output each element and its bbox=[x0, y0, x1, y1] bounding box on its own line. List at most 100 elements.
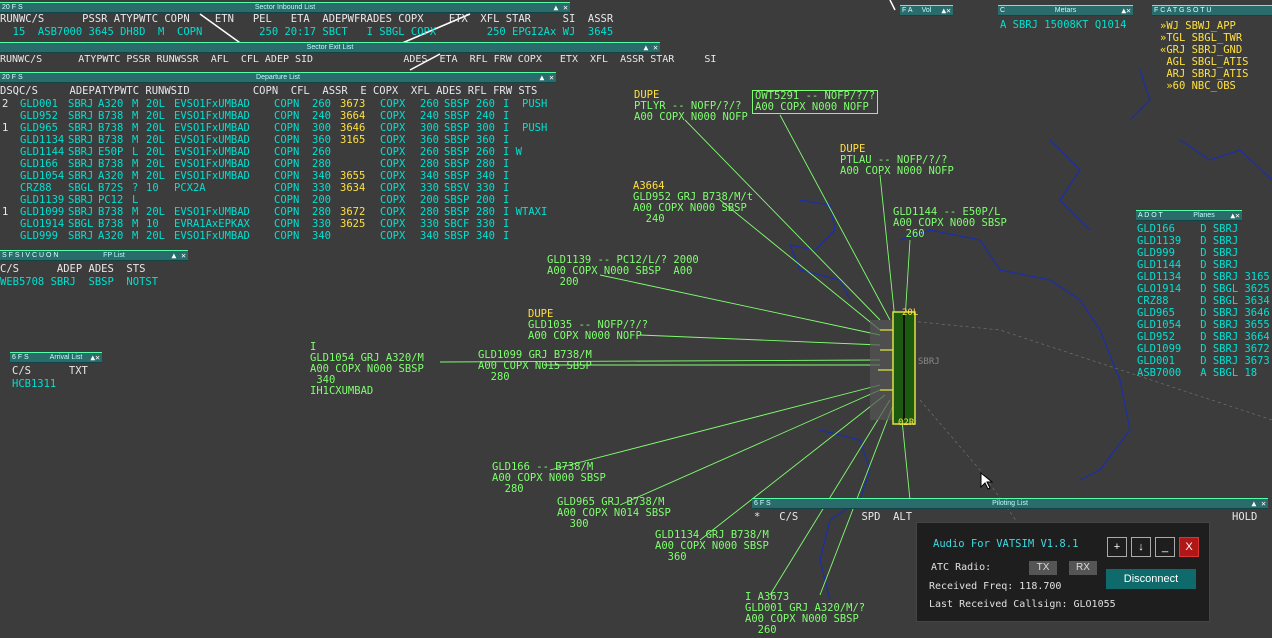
departure-cell-cs[interactable]: GLD001 bbox=[20, 98, 58, 110]
fp-list[interactable]: S F S I V C U O N FP List ▲ ✕ C/S ADEP A… bbox=[0, 250, 190, 290]
audio-plus-button[interactable]: + bbox=[1107, 537, 1127, 557]
departure-cell-xfl[interactable]: 240 bbox=[420, 110, 439, 122]
departure-cell-copn[interactable]: COPN bbox=[274, 230, 300, 242]
piloting-list[interactable]: 6 F S Piloting List ▲ ✕ * C/S SPD ALT HO… bbox=[752, 498, 1272, 528]
departure-cell-sts[interactable]: PUSH bbox=[522, 98, 548, 110]
metars-buttons[interactable]: C bbox=[1000, 7, 1006, 14]
fp-row[interactable]: WEB5708 SBRJ SBSP NOTST bbox=[0, 276, 159, 288]
tx-button[interactable]: TX bbox=[1029, 561, 1057, 575]
departure-cell-sid[interactable]: EVSO1FxUMBAD bbox=[174, 230, 250, 242]
departure-cell-xfl[interactable]: 280 bbox=[420, 206, 439, 218]
departure-cell-sts[interactable]: TAXI bbox=[522, 206, 548, 218]
departure-cell-x[interactable]: COPX bbox=[380, 194, 406, 206]
departure-cell-atyp[interactable]: B738 bbox=[98, 122, 124, 134]
departure-cell-copn[interactable]: COPN bbox=[274, 134, 300, 146]
departure-cell-cs[interactable]: GLD1139 bbox=[20, 194, 65, 206]
atc-buttons[interactable]: F C A T G S O T U bbox=[1154, 7, 1212, 14]
planes-row[interactable]: GLD1054 D SBRJ 3655 bbox=[1137, 319, 1270, 331]
departure-cell-ades[interactable]: SBCF bbox=[444, 218, 470, 230]
planes-titlebar[interactable]: A D O T Planes ▲✕ bbox=[1136, 210, 1242, 221]
fp-titlebar[interactable]: S F S I V C U O N FP List ▲ ✕ bbox=[0, 250, 188, 261]
departure-cell-cfl[interactable]: 200 bbox=[312, 194, 331, 206]
departure-cell-x[interactable]: COPX bbox=[380, 182, 406, 194]
planes-buttons[interactable]: A D O T bbox=[1138, 212, 1163, 219]
departure-cell-wtc[interactable]: M bbox=[132, 134, 139, 146]
departure-cell-rwy[interactable]: 20L bbox=[146, 98, 165, 110]
departure-cell-rfl[interactable]: 200 bbox=[476, 194, 495, 206]
departure-cell-wtc[interactable]: M bbox=[132, 158, 139, 170]
departure-cell-xfl[interactable]: 330 bbox=[420, 182, 439, 194]
departure-cell-atyp[interactable]: A320 bbox=[98, 230, 124, 242]
departure-cell-wtc[interactable]: ? bbox=[132, 182, 139, 194]
departure-cell-ades[interactable]: SBSP bbox=[444, 206, 470, 218]
departure-cell-atyp[interactable]: B738 bbox=[98, 110, 124, 122]
departure-cell-x[interactable]: COPX bbox=[380, 122, 406, 134]
planes-row[interactable]: GLO1914 D SBGL 3625 bbox=[1137, 283, 1270, 295]
departure-cell-copn[interactable]: COPN bbox=[274, 206, 300, 218]
departure-cell-xfl[interactable]: 260 bbox=[420, 146, 439, 158]
departure-cell-xfl[interactable]: 330 bbox=[420, 218, 439, 230]
rx-button[interactable]: RX bbox=[1069, 561, 1097, 575]
departure-cell-rfl[interactable]: 280 bbox=[476, 158, 495, 170]
sector-inbound-list[interactable]: 20 F S Sector Inbound List ▲ ✕ RUNWC/S P… bbox=[0, 0, 670, 40]
departure-cell-frw[interactable]: I W bbox=[503, 206, 522, 218]
departure-cell-sid[interactable]: PCX2A bbox=[174, 182, 206, 194]
departure-cell-rfl[interactable]: 260 bbox=[476, 146, 495, 158]
departure-cell-wtc[interactable]: M bbox=[132, 122, 139, 134]
departure-cell-assr[interactable]: 3673 bbox=[340, 98, 366, 110]
departure-cell-adep[interactable]: SBRJ bbox=[68, 110, 94, 122]
departure-cell-adep[interactable]: SBRJ bbox=[68, 158, 94, 170]
departure-cell-sid[interactable]: EVSO1FxUMBAD bbox=[174, 134, 250, 146]
atc-row[interactable]: «GRJ SBRJ_GND bbox=[1160, 44, 1243, 56]
departure-cell-ades[interactable]: SBSP bbox=[444, 110, 470, 122]
vol-titlebar[interactable]: F A Vol ▲✕ bbox=[900, 5, 953, 16]
departure-cell-copn[interactable]: COPN bbox=[274, 98, 300, 110]
planes-row[interactable]: GLD999 D SBRJ bbox=[1137, 247, 1239, 259]
departure-cell-cfl[interactable]: 280 bbox=[312, 206, 331, 218]
departure-cell-frw[interactable]: I bbox=[503, 170, 510, 182]
disconnect-button[interactable]: Disconnect bbox=[1106, 569, 1196, 589]
departure-cell-adep[interactable]: SBRJ bbox=[68, 194, 94, 206]
exit-titlebar[interactable]: Sector Exit List ▲ ✕ bbox=[0, 42, 660, 53]
planes-row[interactable]: ASB7000 A SBGL 18 bbox=[1137, 367, 1258, 379]
departure-cell-copn[interactable]: COPN bbox=[274, 170, 300, 182]
departure-cell-cfl[interactable]: 360 bbox=[312, 134, 331, 146]
departure-cell-frw[interactable]: I W bbox=[503, 146, 522, 158]
planes-row[interactable]: GLD1139 D SBRJ bbox=[1137, 235, 1239, 247]
audio-minimize-button[interactable]: _ bbox=[1155, 537, 1175, 557]
departure-cell-q[interactable]: 2 bbox=[2, 98, 9, 110]
planes-row[interactable]: GLD1134 D SBRJ 3165 bbox=[1137, 271, 1270, 283]
departure-cell-assr[interactable]: 3664 bbox=[340, 110, 366, 122]
departure-cell-copn[interactable]: COPN bbox=[274, 110, 300, 122]
arrival-titlebar[interactable]: 6 F S Arrival List ▲✕ bbox=[10, 352, 102, 363]
departure-cell-adep[interactable]: SBGL bbox=[68, 218, 94, 230]
departure-cell-sid[interactable]: EVSO1FxUMBAD bbox=[174, 170, 250, 182]
departure-cell-x[interactable]: COPX bbox=[380, 110, 406, 122]
departure-cell-q[interactable]: 1 bbox=[2, 122, 9, 134]
departure-cell-copn[interactable]: COPN bbox=[274, 218, 300, 230]
departure-cell-sid[interactable]: EVSO1FxUMBAD bbox=[174, 146, 250, 158]
departure-cell-cfl[interactable]: 340 bbox=[312, 170, 331, 182]
departure-cell-ades[interactable]: SBSP bbox=[444, 98, 470, 110]
atc-row[interactable]: »60 NBC_OBS bbox=[1160, 80, 1236, 92]
departure-list[interactable]: 20 F S Departure List ▲ ✕ DSQC/S ADEPATY… bbox=[0, 72, 560, 248]
departure-cell-cfl[interactable]: 330 bbox=[312, 182, 331, 194]
atc-titlebar[interactable]: F C A T G S O T U bbox=[1152, 5, 1272, 16]
departure-cell-adep[interactable]: SBRJ bbox=[68, 146, 94, 158]
departure-cell-atyp[interactable]: B738 bbox=[98, 158, 124, 170]
departure-cell-xfl[interactable]: 280 bbox=[420, 158, 439, 170]
departure-cell-cs[interactable]: GLD166 bbox=[20, 158, 58, 170]
inbound-titlebar[interactable]: 20 F S Sector Inbound List ▲ ✕ bbox=[0, 2, 570, 13]
arrival-list[interactable]: 6 F S Arrival List ▲✕ C/S TXT HCB1311 bbox=[10, 352, 105, 392]
metars-close-icon[interactable]: ▲✕ bbox=[1121, 6, 1131, 15]
sector-exit-list[interactable]: Sector Exit List ▲ ✕ RUNWC/S ATYPWTC PSS… bbox=[0, 42, 716, 70]
departure-cell-x[interactable]: COPX bbox=[380, 206, 406, 218]
exit-close-icon[interactable]: ▲ ✕ bbox=[643, 43, 658, 52]
departure-cell-cfl[interactable]: 300 bbox=[312, 122, 331, 134]
